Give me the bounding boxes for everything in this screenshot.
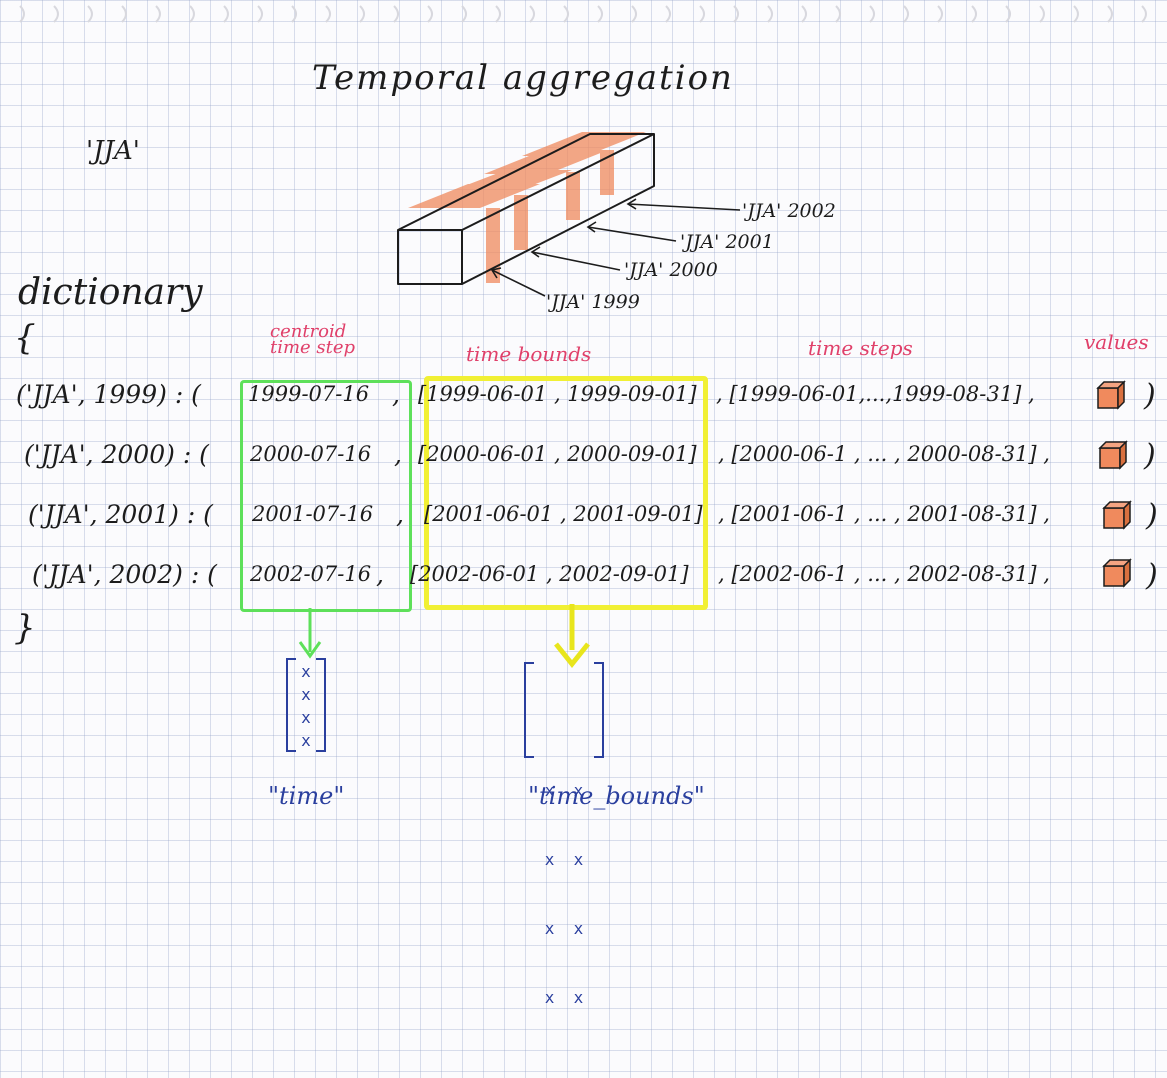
time-matrix-cell: x <box>301 731 311 750</box>
row-2002-close: ) <box>1146 558 1158 593</box>
callout-jja-2000: 'JJA' 2000 <box>624 259 718 281</box>
header-centroid-line2: time step <box>270 337 356 358</box>
centroid-highlight-box <box>240 380 412 612</box>
output-time-label: "time" <box>268 782 345 810</box>
bounds-matrix-row: x x <box>544 919 584 938</box>
green-arrow <box>298 608 322 659</box>
output-time-bounds-label: "time_bounds" <box>528 782 705 810</box>
row-1999-close: ) <box>1144 378 1156 413</box>
row-1999-key: ('JJA', 1999) : ( <box>16 380 201 409</box>
row-2001-sep: , <box>396 500 404 529</box>
header-centroid: centroid time step <box>270 321 356 358</box>
open-brace: { <box>14 318 36 358</box>
diagram-title: Temporal aggregation <box>312 58 734 98</box>
row-2000-key: ('JJA', 2000) : ( <box>24 440 209 469</box>
row-1999-bounds: [1999-06-01 , 1999-09-01] <box>418 382 697 406</box>
value-cube-2001 <box>1103 501 1131 529</box>
row-1999-steps: , [1999-06-01,...,1999-08-31] , <box>716 382 1035 406</box>
bounds-matrix-row: x x <box>544 988 584 1007</box>
value-cube-2002 <box>1103 559 1131 587</box>
header-time-bounds: time bounds <box>466 342 592 366</box>
jja-highlight-bands <box>408 132 646 283</box>
header-values: values <box>1084 330 1149 354</box>
row-2001-centroid: 2001-07-16 <box>252 502 374 526</box>
callout-jja-2001: 'JJA' 2001 <box>680 231 774 253</box>
row-2002-sep: , <box>376 560 384 589</box>
header-centroid-line1: centroid <box>270 321 347 342</box>
time-bounds-matrix: x x x x x x x x <box>524 662 604 1007</box>
row-2002-steps: , [2002-06-1 , ... , 2002-08-31] , <box>718 562 1050 586</box>
time-matrix-cell: x <box>301 708 311 727</box>
row-2000-sep: , <box>394 440 402 469</box>
data-cube-illustration <box>397 132 741 297</box>
season-label: 'JJA' <box>86 136 140 166</box>
time-bounds-highlight-box <box>424 376 708 610</box>
row-2001-close: ) <box>1146 498 1158 533</box>
row-1999-sep: , <box>392 380 400 409</box>
row-2002-centroid: 2002-07-16 <box>250 562 372 586</box>
row-2001-key: ('JJA', 2001) : ( <box>28 500 213 529</box>
row-2001-steps: , [2001-06-1 , ... , 2001-08-31] , <box>718 502 1050 526</box>
header-time-steps: time steps <box>808 336 913 360</box>
value-cube-2000 <box>1099 441 1127 469</box>
row-2000-steps: , [2000-06-1 , ... , 2000-08-31] , <box>718 442 1050 466</box>
row-1999-centroid: 1999-07-16 <box>248 382 370 406</box>
dictionary-label: dictionary <box>18 272 203 313</box>
notebook-binding <box>19 5 1147 23</box>
time-matrix: x x x x <box>286 658 326 752</box>
row-2000-bounds: [2000-06-01 , 2000-09-01] <box>418 442 697 466</box>
row-2000-close: ) <box>1144 438 1156 473</box>
close-brace: } <box>14 608 36 648</box>
row-2002-key: ('JJA', 2002) : ( <box>32 560 217 589</box>
row-2001-bounds: [2001-06-01 , 2001-09-01] <box>424 502 703 526</box>
row-2000-centroid: 2000-07-16 <box>250 442 372 466</box>
row-2002-bounds: [2002-06-01 , 2002-09-01] <box>410 562 689 586</box>
time-matrix-cell: x <box>301 685 311 704</box>
time-matrix-cell: x <box>301 662 311 681</box>
yellow-arrow <box>554 604 590 669</box>
block-outline <box>397 133 655 285</box>
bounds-matrix-row: x x <box>544 850 584 869</box>
value-cube-1999 <box>1097 381 1125 409</box>
callout-jja-1999: 'JJA' 1999 <box>546 291 640 313</box>
bounds-matrix-row: x x <box>544 781 584 800</box>
value-cubes <box>298 381 1131 669</box>
callout-jja-2002: 'JJA' 2002 <box>742 200 836 222</box>
